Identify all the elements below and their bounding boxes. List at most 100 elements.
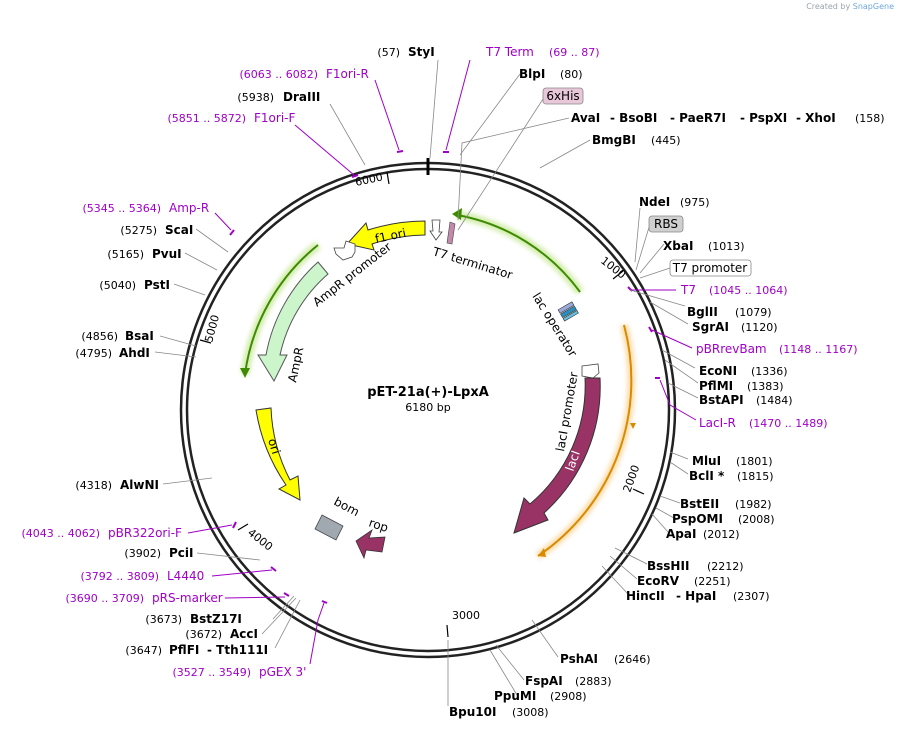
- site-styi: StyI: [408, 45, 435, 59]
- site-bsobi-name: BsoBI: [619, 111, 657, 125]
- site-hpai-name: HpaI: [685, 589, 716, 603]
- site-bstapi-pos: (1484): [756, 394, 793, 407]
- site-pvui: PvuI: [152, 247, 182, 261]
- laci-arrow: [513, 377, 601, 534]
- site-bpu10i-pos: (3008): [512, 706, 549, 719]
- t7-promoter-box: [669, 259, 752, 277]
- primer-pgex3: pGEX 3': [259, 665, 306, 679]
- site-scai: ScaI: [165, 223, 193, 237]
- site-leaders: [154, 59, 699, 706]
- primer-f1ori-r-range: (6063 .. 6082): [239, 68, 318, 81]
- primer-amp-r: Amp-R: [169, 201, 209, 215]
- site-pflfi-pos: (3647): [125, 644, 162, 657]
- site-psti-pos: (5040): [99, 279, 136, 292]
- site-pvui-pos: (5165): [107, 248, 144, 261]
- site-pspomi: PspOMI: [672, 512, 723, 526]
- tick-label-4000: 4000: [245, 526, 275, 553]
- site-ndei-pos: (975): [680, 196, 710, 209]
- site-pflfi: PflFI: [169, 643, 199, 657]
- site-bmgbi-pos: (445): [651, 134, 681, 147]
- site-bsai: BsaI: [125, 329, 154, 343]
- site-apai-pos: (2012): [703, 528, 740, 541]
- site-labels: (57) StyI BlpI (80) AvaI - BsoBI - PaeR7…: [75, 45, 884, 719]
- ori-arrow: [255, 407, 301, 501]
- bom-marker: [314, 514, 344, 541]
- primer-labels: T7 Term (69 .. 87) (6063 .. 6082) F1ori-…: [21, 45, 857, 679]
- lac-region-arc: [456, 214, 581, 293]
- site-pspomi-pos: (2008): [738, 513, 775, 526]
- rop-arrow: [355, 528, 386, 560]
- site-mlui-pos: (1801): [736, 455, 773, 468]
- snapgene-brand: SnapGene: [852, 2, 894, 11]
- laci-label: lacI: [563, 449, 583, 473]
- primer-pbrrevbam-range: (1148 .. 1167): [779, 343, 858, 356]
- site-alwni: AlwNI: [120, 478, 159, 492]
- site-bglii: BglII: [687, 305, 718, 319]
- 6xhis-label: 6xHis: [546, 89, 579, 103]
- site-paer7i-name: PaeR7I: [679, 111, 726, 125]
- site-bstapi: BstAPI: [699, 393, 744, 407]
- site-hpai: - HpaI: [676, 589, 716, 603]
- site-pcii: PciI: [169, 546, 194, 560]
- site-pcii-pos: (3902): [124, 547, 161, 560]
- site-xhoi-name: XhoI: [805, 111, 836, 125]
- rbs-label: RBS: [654, 217, 678, 231]
- primer-leaders: [187, 59, 697, 665]
- site-sgrai-pos: (1120): [741, 321, 778, 334]
- site-ahdi: AhdI: [119, 346, 150, 360]
- site-draiii: DraIII: [283, 90, 320, 104]
- primer-l4440-range: (3792 .. 3809): [80, 570, 159, 583]
- rop-label: rop: [367, 516, 390, 535]
- primer-t7-range: (1045 .. 1064): [709, 284, 788, 297]
- primer-f1ori-f-range: (5851 .. 5872): [167, 112, 246, 125]
- tick-label-2000: 2000: [621, 463, 643, 494]
- plasmid-size: 6180 bp: [405, 401, 450, 414]
- site-econi-pos: (1336): [751, 365, 788, 378]
- site-pspxi-name: PspXI: [749, 111, 787, 125]
- primer-pbr322ori-f: pBR322ori-F: [108, 526, 182, 540]
- ampr-promoter-arrow: [333, 240, 356, 261]
- primer-prs-marker: pRS-marker: [152, 591, 223, 605]
- site-psti: PstI: [144, 278, 170, 292]
- laci-promoter-arrow: [581, 363, 600, 379]
- primer-f1ori-f: F1ori-F: [254, 111, 295, 125]
- lac-operator-label: lac operator: [529, 290, 579, 359]
- primer-f1ori-r: F1ori-R: [326, 67, 369, 81]
- tick-label-6000: 6000: [354, 170, 384, 189]
- backbone: [179, 158, 677, 659]
- ori-label: ori: [265, 437, 283, 456]
- site-ndei: NdeI: [639, 195, 670, 209]
- site-pflmi: PflMI: [699, 379, 733, 393]
- site-avai: AvaI: [571, 111, 600, 125]
- primer-pbr322ori-f-range: (4043 .. 4062): [21, 527, 100, 540]
- site-styi-pos: (57): [377, 46, 400, 59]
- site-bsai-pos: (4856): [81, 330, 118, 343]
- site-bstz17i-pos: (3673): [145, 613, 182, 626]
- ampr-arrow: [257, 261, 329, 383]
- primer-pgex3-range: (3527 .. 3549): [172, 666, 251, 679]
- site-bstz17i: BstZ17I: [190, 612, 242, 626]
- site-acci: AccI: [230, 627, 258, 641]
- primer-t7term: T7 Term: [485, 45, 534, 59]
- site-ppumi: PpuMI: [494, 689, 536, 703]
- primer-t7: T7: [680, 283, 696, 297]
- primer-laci-r: LacI-R: [699, 416, 736, 430]
- site-tth111i: - Tth111I: [207, 643, 268, 657]
- snapgene-credit: Created by SnapGene: [806, 2, 894, 11]
- site-bsobi: - BsoBI: [610, 111, 657, 125]
- site-apai: ApaI: [666, 527, 696, 541]
- site-hincii: HincII: [626, 589, 665, 603]
- bom-label: bom: [332, 494, 362, 519]
- site-bsteii-pos: (1982): [735, 498, 772, 511]
- site-bcli-pos: (1815): [737, 470, 774, 483]
- ampr-region-arc: [244, 244, 319, 375]
- site-ecorv-pos: (2251): [694, 575, 731, 588]
- 6xhis-box: [542, 87, 584, 105]
- primer-prs-marker-range: (3690 .. 3709): [65, 592, 144, 605]
- site-econi: EcoNI: [699, 364, 737, 378]
- site-bsshii-pos: (2212): [707, 560, 744, 573]
- site-pflmi-pos: (1383): [747, 380, 784, 393]
- rbs-box: [648, 215, 684, 233]
- site-ecorv: EcoRV: [637, 574, 680, 588]
- site-hpai-pos: (2307): [733, 590, 770, 603]
